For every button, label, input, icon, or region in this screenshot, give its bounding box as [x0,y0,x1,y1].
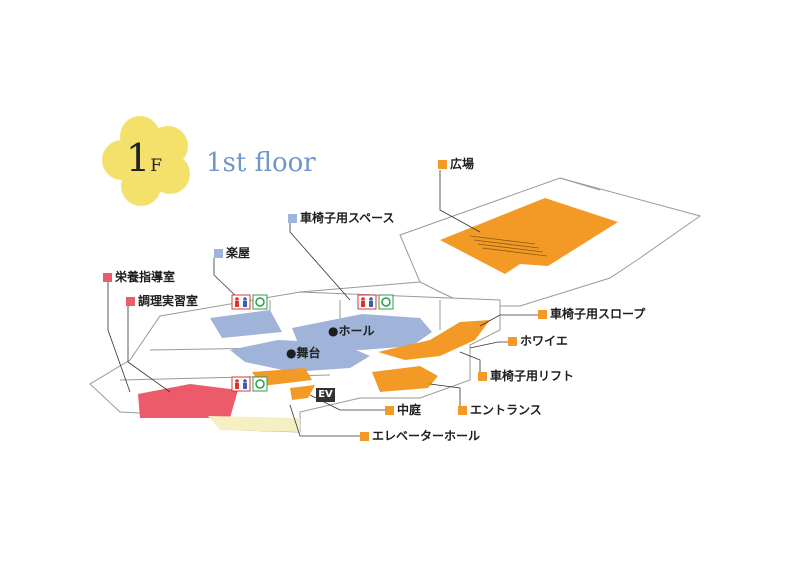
orange-square-icon [438,160,447,169]
floor-number-suffix: F [150,156,162,176]
blue-square-icon [288,214,297,223]
floor-number: 1F [126,138,162,186]
leader-lines [107,170,538,437]
orange-square-icon [478,372,487,381]
label-wheelchair-space-text: 車椅子用スペース [300,211,395,225]
green-room-area [210,310,282,338]
label-cooking-room: 調理実習室 [126,294,198,308]
label-courtyard: 中庭 [385,403,421,417]
label-foyer-text: ホワイエ [520,334,568,348]
blue-square-icon [214,249,223,258]
label-entrance-text: エントランス [470,403,542,417]
floor-number-digit: 1 [126,136,151,180]
stage-area [230,340,370,372]
label-elevator-hall-text: エレベーターホール [372,429,481,443]
red-square-icon [103,273,112,282]
label-plaza: 広場 [438,157,474,171]
label-green-room: 楽屋 [214,246,250,260]
courtyard-area [290,385,315,400]
label-entrance: エントランス [458,403,542,417]
label-courtyard-text: 中庭 [397,403,422,417]
accessible-icon [252,294,394,392]
hall-label: ●ホール [328,324,375,338]
stage-label: ●舞台 [286,346,321,360]
orange-square-icon [538,310,547,319]
foyer-area [378,320,490,360]
label-cooking-room-text: 調理実習室 [138,294,199,308]
label-wheelchair-slope: 車椅子用スロープ [538,307,645,321]
elevator-badge: EV [316,388,335,402]
label-foyer: ホワイエ [508,334,568,348]
label-plaza-text: 広場 [450,157,475,171]
orange-square-icon [508,337,517,346]
hall-area [292,314,432,350]
label-wheelchair-space: 車椅子用スペース [288,211,395,225]
corridor-area [208,416,300,432]
floor-title: 1st floor [206,148,316,178]
label-wheelchair-slope-text: 車椅子用スロープ [550,307,646,321]
cooking-room-area [138,384,238,418]
orange-square-icon [360,432,369,441]
orange-square-icon [458,406,467,415]
flower-badge-icon [102,116,190,206]
plaza-stairs [469,235,548,257]
label-elevator-hall: エレベーターホール [360,429,480,443]
label-nutrition-room-text: 栄養指導室 [115,270,176,284]
red-square-icon [126,297,135,306]
label-wheelchair-lift-text: 車椅子用リフト [490,369,575,383]
label-wheelchair-lift: 車椅子用リフト [478,369,574,383]
restroom-icon [231,294,377,392]
entrance-area [372,366,438,392]
plaza-area [440,198,618,274]
orange-square-icon [385,406,394,415]
label-nutrition-room: 栄養指導室 [103,270,175,284]
label-green-room-text: 楽屋 [226,246,251,260]
